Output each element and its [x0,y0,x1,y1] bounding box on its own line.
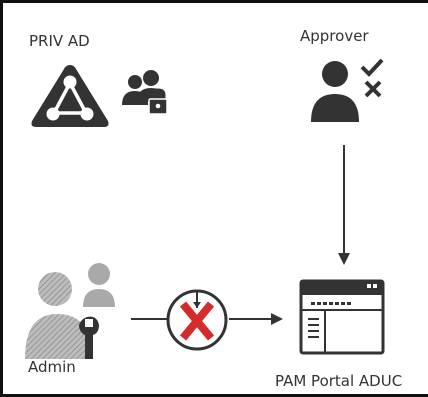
approver-check-x-icon [311,58,384,122]
pam-portal-label: PAM Portal ADUC [275,372,403,390]
portal-arrow [229,313,283,325]
admin-label: Admin [28,358,76,376]
blocked-x-circle-icon [166,289,228,351]
admin-wrench-user-icon [25,263,115,359]
admin-connector-line [131,318,167,320]
approver-label: Approver [300,27,369,45]
approver-arrow [338,145,350,265]
application-window-icon [299,279,385,355]
priv-ad-label: PRIV AD [29,32,90,50]
ad-triangle-network-icon [31,65,109,127]
user-group-lock-icon [122,70,168,115]
